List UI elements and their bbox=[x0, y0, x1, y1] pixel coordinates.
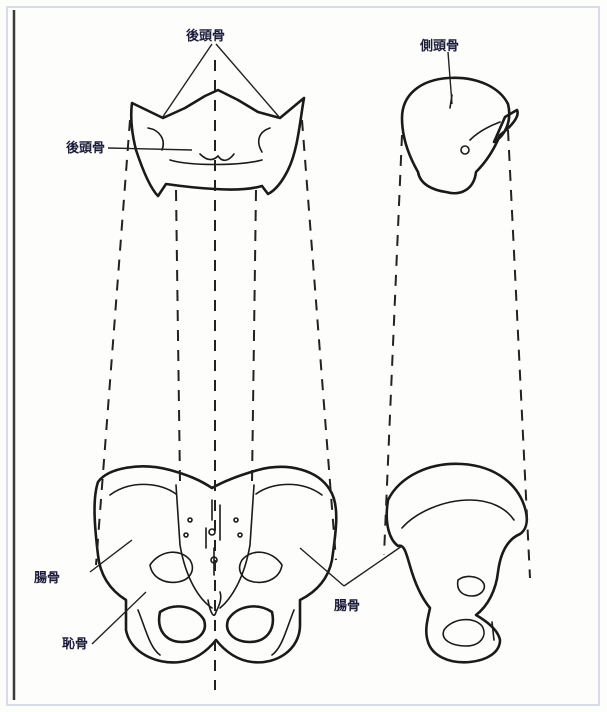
label-occipital-top: 後頭骨 bbox=[186, 28, 225, 44]
label-occipital-left: 後頭骨 bbox=[66, 140, 105, 156]
label-pubis: 恥骨 bbox=[62, 637, 88, 652]
label-ilium: 腸骨 bbox=[34, 571, 60, 586]
label-temporal: 側頭骨 bbox=[419, 38, 459, 54]
hip-bone-lateral-view bbox=[387, 464, 527, 662]
temporal-bone-lateral-view bbox=[402, 78, 518, 193]
leader-lines bbox=[90, 44, 452, 644]
label-hip-lateral: 腸骨 bbox=[334, 599, 360, 614]
occipital-bone-back-view bbox=[131, 90, 304, 196]
